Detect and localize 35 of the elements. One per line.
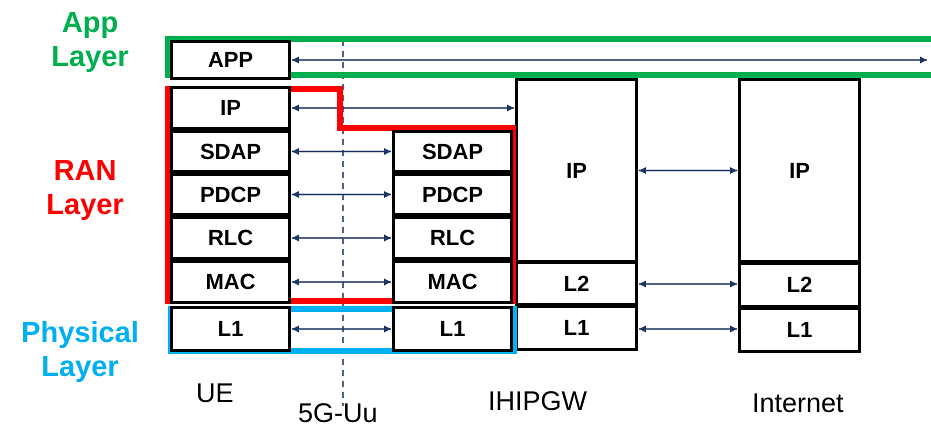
entity-label: UE <box>196 378 234 409</box>
protocol-box: MAC <box>392 260 513 304</box>
protocol-box: PDCP <box>170 173 291 216</box>
double-arrow <box>292 278 391 286</box>
protocol-box: PDCP <box>392 173 513 216</box>
protocol-box: RLC <box>170 216 291 260</box>
double-arrow <box>292 148 391 155</box>
protocol-box: SDAP <box>170 130 291 173</box>
layer-title: App Layer <box>50 6 130 74</box>
layer-title: Physical Layer <box>20 316 140 384</box>
entity-label: 5G-Uu <box>298 398 378 429</box>
entity-label: IHIPGW <box>488 386 587 417</box>
protocol-box: L1 <box>392 306 513 352</box>
double-arrow <box>292 104 514 112</box>
double-arrow <box>292 191 391 198</box>
protocol-box: L1 <box>170 306 291 352</box>
double-arrow <box>292 56 927 64</box>
double-arrow <box>639 280 737 288</box>
layer-title: RAN Layer <box>45 154 125 222</box>
protocol-box: IP <box>515 78 638 263</box>
double-arrow <box>639 167 737 174</box>
protocol-box: IP <box>170 86 291 130</box>
protocol-box: RLC <box>392 216 513 260</box>
protocol-box: MAC <box>170 260 291 304</box>
entity-label: Internet <box>752 388 844 419</box>
protocol-box: IP <box>738 78 861 263</box>
protocol-box: L2 <box>738 262 861 308</box>
double-arrow <box>292 234 391 242</box>
protocol-box: APP <box>170 40 291 80</box>
protocol-box: L1 <box>738 307 861 353</box>
protocol-box: L2 <box>515 261 638 306</box>
protocol-box: SDAP <box>392 130 513 173</box>
double-arrow <box>639 326 737 332</box>
double-arrow <box>292 326 391 332</box>
protocol-box: L1 <box>515 305 638 351</box>
